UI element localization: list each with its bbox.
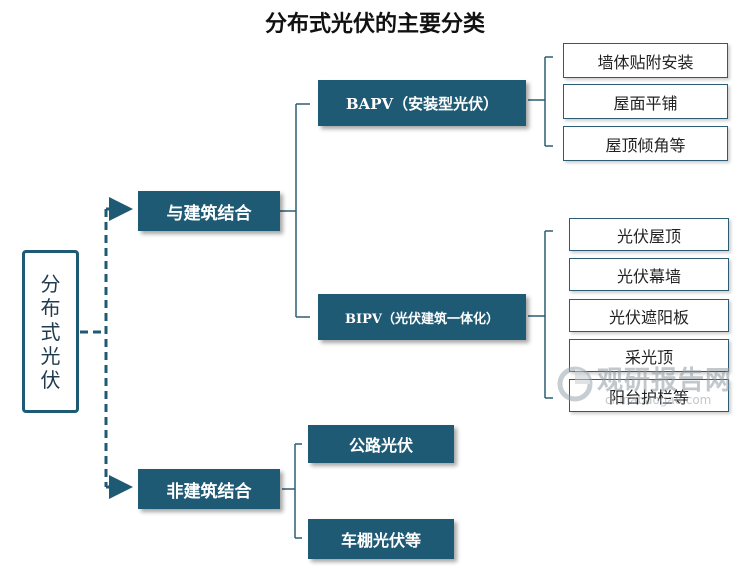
node-bipv-label: BIPV（光伏建筑一体化） [345,311,499,327]
node-highway-pv-label: 公路光伏 [348,436,413,455]
leaf-label: 墙体贴附安装 [597,52,694,72]
node-nonbuilding: 非建筑结合 [138,469,280,509]
leaf-bipv: 采光顶 [569,339,729,372]
leaf-label: 采光顶 [624,347,673,367]
node-highway-pv: 公路光伏 [308,425,454,463]
node-building: 与建筑结合 [138,191,280,231]
diagram-title: 分布式光伏的主要分类 [264,11,485,37]
bapv-bracket [528,56,553,147]
watermark-url: chinabaogao.com [605,393,712,407]
leaf-bapv: 屋顶倾角等 [563,126,728,161]
leaf-bipv: 光伏遮阳板 [569,299,729,332]
root-char: 分 [40,271,61,296]
nonbuilding-bracket [282,443,302,539]
leaf-bipv: 光伏幕墙 [569,258,729,291]
root-char: 布 [40,295,61,320]
leaf-label: 光伏屋顶 [616,226,681,246]
node-nonbuilding-label: 非建筑结合 [166,481,252,502]
root-char: 伏 [40,367,61,392]
root-node: 分 布 式 光 伏 [22,250,79,413]
watermark: 观研报告网 chinabaogao.com [555,360,745,416]
node-carport-pv-label: 车棚光伏等 [340,531,421,550]
leaf-label: 光伏遮阳板 [608,307,689,327]
leaf-bapv: 屋面平铺 [563,84,728,119]
leaf-bipv: 光伏屋顶 [569,218,729,251]
leaf-bipv: 阳台护栏等 [569,379,729,412]
node-bipv: BIPV（光伏建筑一体化） [318,294,526,340]
watermark-logo-icon [557,366,593,402]
root-connector [80,197,133,499]
node-bapv-label: BAPV（安装型光伏） [345,94,499,113]
node-bapv: BAPV（安装型光伏） [318,80,526,126]
leaf-bapv: 墙体贴附安装 [563,43,728,78]
leaf-label: 光伏幕墙 [616,266,681,286]
root-char: 式 [40,319,61,344]
node-building-label: 与建筑结合 [166,203,252,224]
watermark-cn: 观研报告网 [597,366,733,396]
node-carport-pv: 车棚光伏等 [308,519,454,559]
leaf-label: 屋面平铺 [613,93,678,113]
bipv-bracket [528,230,553,399]
building-bracket [280,103,310,318]
root-char: 光 [40,343,61,368]
leaf-label: 屋顶倾角等 [605,135,686,155]
leaf-label: 阳台护栏等 [608,387,689,407]
